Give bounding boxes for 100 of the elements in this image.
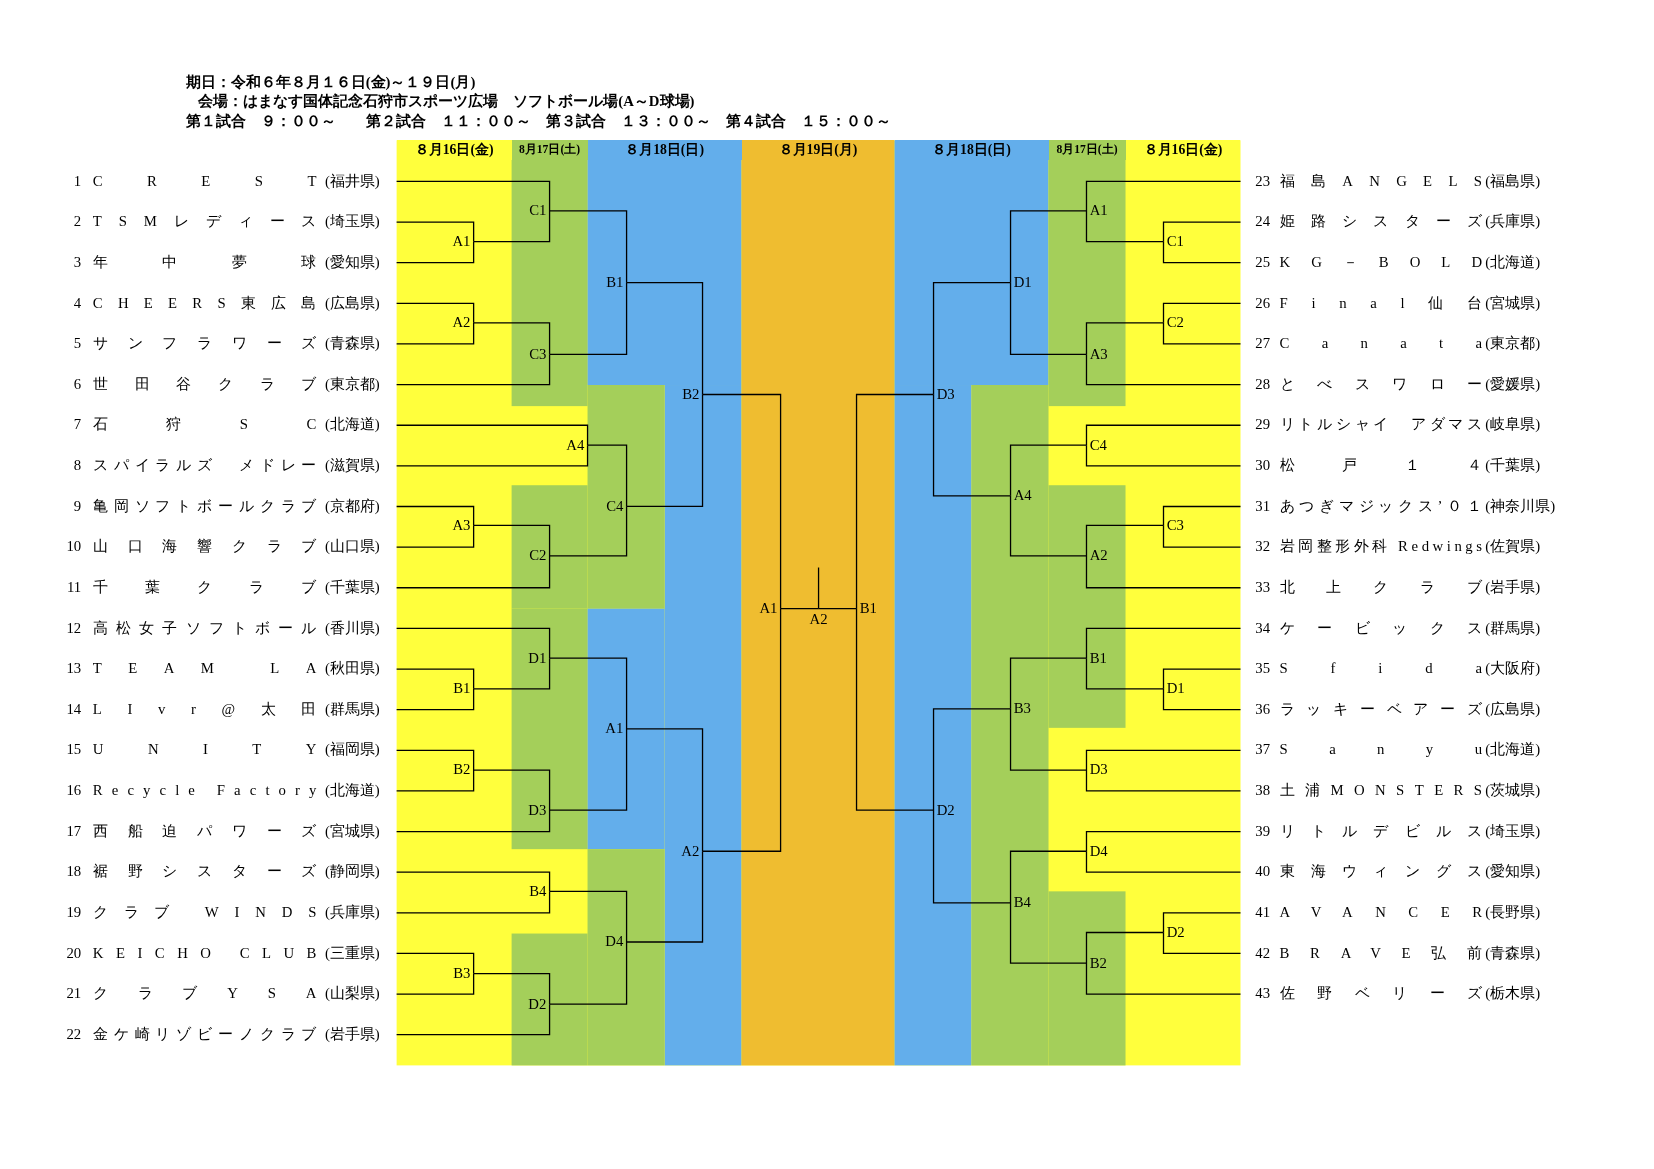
- bracket-line: [1085, 931, 1165, 964]
- match-label: A2: [441, 312, 471, 334]
- prefecture-label: (千葉県): [324, 577, 380, 597]
- prefecture-label: (山梨県): [324, 984, 380, 1004]
- prefecture-label: (青森県): [324, 334, 380, 354]
- bracket-line: [395, 302, 475, 324]
- team-number: 29: [1254, 415, 1271, 435]
- match-label: A2: [670, 840, 700, 862]
- team-name: Final仙台: [1279, 293, 1483, 313]
- bracket-line: [395, 952, 475, 975]
- match-label: B3: [441, 963, 471, 985]
- prefecture-label: (愛知県): [324, 252, 380, 272]
- match-label: C4: [1089, 434, 1119, 456]
- bracket-line: [395, 353, 551, 386]
- team-number: 11: [66, 577, 82, 597]
- bracket-line: [1009, 282, 1088, 356]
- match-label: B3: [1013, 698, 1043, 720]
- team-number: 5: [72, 334, 82, 354]
- prefecture-label: (静岡県): [324, 862, 380, 882]
- prefecture-label: (青森県): [1485, 943, 1541, 963]
- bracket-line: [395, 555, 551, 589]
- match-label: D3: [936, 383, 966, 406]
- team-name: 西船迫パワーズ: [92, 821, 317, 841]
- bracket-line: [1162, 668, 1242, 690]
- prefecture-label: (福岡県): [324, 740, 380, 760]
- team-name: UNITY: [92, 740, 317, 760]
- date-header: ８月16日(金): [396, 140, 512, 161]
- match-label: D1: [1166, 678, 1196, 700]
- match-label: B1: [859, 598, 889, 620]
- bracket-line: [548, 505, 628, 557]
- bracket-line: [625, 728, 704, 852]
- match-label: A3: [441, 514, 471, 536]
- match-label: A1: [594, 718, 624, 740]
- prefecture-label: (宮城県): [324, 821, 380, 841]
- team-number: 8: [72, 456, 82, 476]
- prefecture-label: (北海道): [1485, 252, 1541, 272]
- team-number: 24: [1254, 212, 1271, 232]
- team-name: Sfida: [1279, 659, 1483, 679]
- team-number: 43: [1254, 984, 1271, 1004]
- bracket-line: [395, 322, 475, 345]
- prefecture-label: (岐阜県): [1485, 415, 1541, 435]
- bracket-line: [1085, 424, 1242, 446]
- team-name: サンフラワーズ: [92, 334, 317, 354]
- bracket-line: [1162, 524, 1242, 548]
- team-number: 26: [1254, 293, 1271, 313]
- team-number: 21: [65, 984, 82, 1004]
- prefecture-label: (兵庫県): [1485, 212, 1541, 232]
- prefecture-label: (千葉県): [1485, 456, 1541, 476]
- date-header: 8月17日(土): [511, 140, 588, 161]
- bracket-line: [1085, 524, 1165, 557]
- team-name: 山口海響クラブ: [92, 537, 317, 557]
- team-number: 12: [65, 618, 82, 638]
- prefecture-label: (東京都): [324, 374, 380, 394]
- team-number: 30: [1254, 456, 1271, 476]
- prefecture-label: (三重県): [324, 943, 380, 963]
- bracket-line: [473, 524, 551, 557]
- match-label: B1: [594, 272, 624, 294]
- bracket-line: [395, 972, 475, 995]
- match-label: D4: [594, 931, 624, 953]
- bracket-line: [1009, 210, 1088, 284]
- team-number: 14: [65, 699, 82, 719]
- team-name: ケービックス: [1279, 618, 1483, 638]
- bracket-line: [1085, 322, 1165, 356]
- team-number: 27: [1254, 334, 1271, 354]
- team-number: 20: [65, 943, 82, 963]
- date-header: 8月17日(土): [1048, 140, 1126, 161]
- bracket-line: [395, 444, 589, 467]
- team-name: とべスワロー: [1279, 374, 1483, 394]
- bracket-line: [1085, 444, 1242, 467]
- match-label: C1: [517, 200, 547, 222]
- team-number: 34: [1254, 618, 1271, 638]
- team-name: 亀岡ソフトボールクラブ: [92, 496, 317, 516]
- prefecture-label: (京都府): [324, 496, 380, 516]
- prefecture-label: (岩手県): [324, 1024, 380, 1044]
- bracket-line: [395, 221, 475, 243]
- team-name: TEAM LA: [92, 659, 317, 679]
- date-header: ８月18日(日): [587, 140, 742, 161]
- prefecture-label: (北海道): [324, 415, 380, 435]
- bracket-line: [395, 871, 551, 892]
- team-name: 裾野シスターズ: [92, 862, 317, 882]
- prefecture-label: (福島県): [1485, 171, 1541, 191]
- team-name: 年中夢球: [92, 252, 317, 272]
- prefecture-label: (北海道): [324, 781, 380, 801]
- bracket-line: [1085, 657, 1165, 690]
- team-name: ラッキーベアーズ: [1279, 699, 1483, 719]
- team-name: BRAVE弘前: [1279, 943, 1483, 963]
- team-name: 金ケ崎リゾビーノクラブ: [92, 1024, 317, 1044]
- match-label: D4: [1089, 840, 1119, 862]
- bracket-line: [1162, 240, 1242, 264]
- match-label: B2: [1089, 952, 1119, 974]
- team-number: 10: [65, 537, 82, 557]
- bracket-line: [1009, 657, 1088, 710]
- match-label: D3: [1089, 759, 1119, 781]
- team-name: LIvr@太田: [92, 699, 317, 719]
- bracket-line: [1162, 322, 1242, 345]
- team-name: 石狩SC: [92, 415, 317, 435]
- team-number: 28: [1254, 374, 1271, 394]
- team-name: 土浦MONSTERS: [1279, 781, 1483, 801]
- match-label: D3: [517, 799, 547, 821]
- team-number: 13: [65, 659, 82, 679]
